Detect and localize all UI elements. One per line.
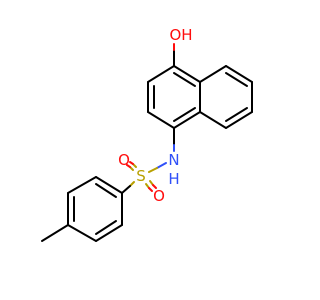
- tolyl-ring: [67, 176, 123, 242]
- bond-c1-c8a: [173, 111, 201, 129]
- bond-c8-c8a: [199, 111, 227, 129]
- bond-n-s-colored-n: [156, 162, 167, 169]
- bond-t3-t4: [67, 224, 97, 242]
- bond-c4a-c5: [199, 65, 227, 83]
- structure-canvas: OH N H S O O: [41, 26, 253, 242]
- bond-c7-c8: [225, 111, 253, 129]
- oxygen-bottom-label: O: [153, 187, 165, 205]
- amine-hydrogen-label: H: [168, 170, 179, 188]
- bond-s-o-top-a-o: [126, 164, 131, 168]
- bond-methyl: [41, 224, 69, 242]
- bond-t5-t6: [67, 176, 97, 194]
- bond-s-o-bottom-b-o: [152, 184, 157, 189]
- bond-t2-t3: [95, 224, 123, 242]
- bond-n-s-colored-s: [148, 167, 158, 173]
- bond-t6-t1: [95, 176, 123, 194]
- bond-c7-c8-inner: [225, 107, 248, 122]
- sulfur-label: S: [136, 167, 146, 185]
- naphthalene-ring-left: [147, 65, 201, 129]
- bond-c5-c6: [225, 65, 253, 83]
- bond-c4-c3: [147, 65, 175, 83]
- nitrogen-label: N: [168, 151, 179, 169]
- naphthalene-ring-right: [199, 65, 253, 129]
- bond-c1-c8a-inner: [173, 107, 196, 122]
- molecule-structure: OH N H S O O: [41, 26, 253, 242]
- bond-t2-t3-inner: [95, 220, 117, 235]
- bond-t6-t1-inner: [95, 183, 117, 198]
- bond-s-o-bottom-a-o: [148, 187, 153, 192]
- bond-c5-c6-inner: [225, 72, 248, 87]
- oxygen-top-label: O: [118, 151, 130, 169]
- bond-c4a-c4-inner: [173, 72, 196, 87]
- hydroxyl-label: OH: [169, 26, 192, 44]
- bond-s-caryl: [121, 185, 131, 194]
- bond-c4a-c4: [173, 65, 201, 83]
- bond-s-o-top-b-o: [129, 161, 134, 165]
- bond-c2-c1: [147, 111, 175, 129]
